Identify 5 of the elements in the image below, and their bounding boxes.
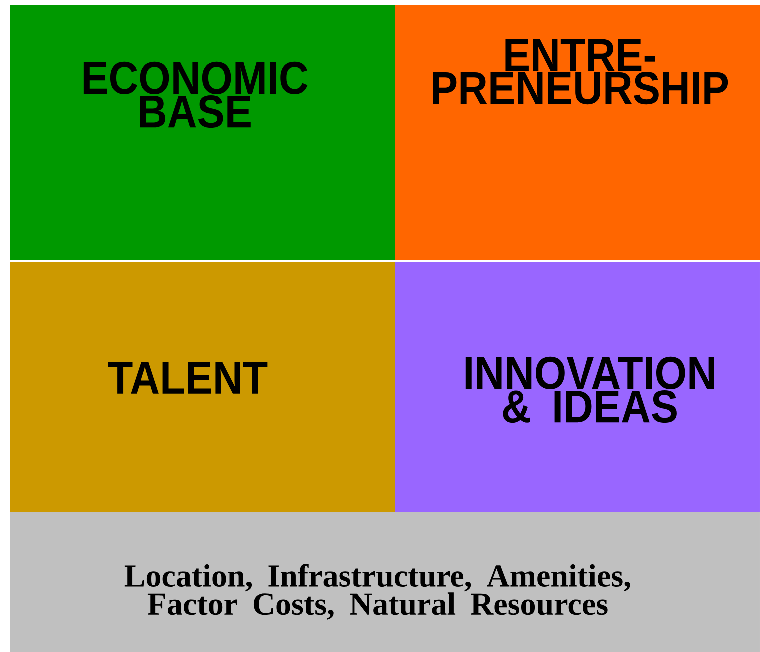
base-band: Location, Infrastructure, Amenities, Factor Costs, Natural Resources bbox=[10, 512, 760, 652]
quadrant-box: TALENT bbox=[10, 262, 395, 512]
quadrant-box: INNOVATION & IDEAS bbox=[395, 262, 760, 512]
quadrant-box: ENTRE- PRENEURSHIP bbox=[395, 5, 760, 260]
quadrant-box: ECONOMIC BASE bbox=[10, 5, 395, 260]
